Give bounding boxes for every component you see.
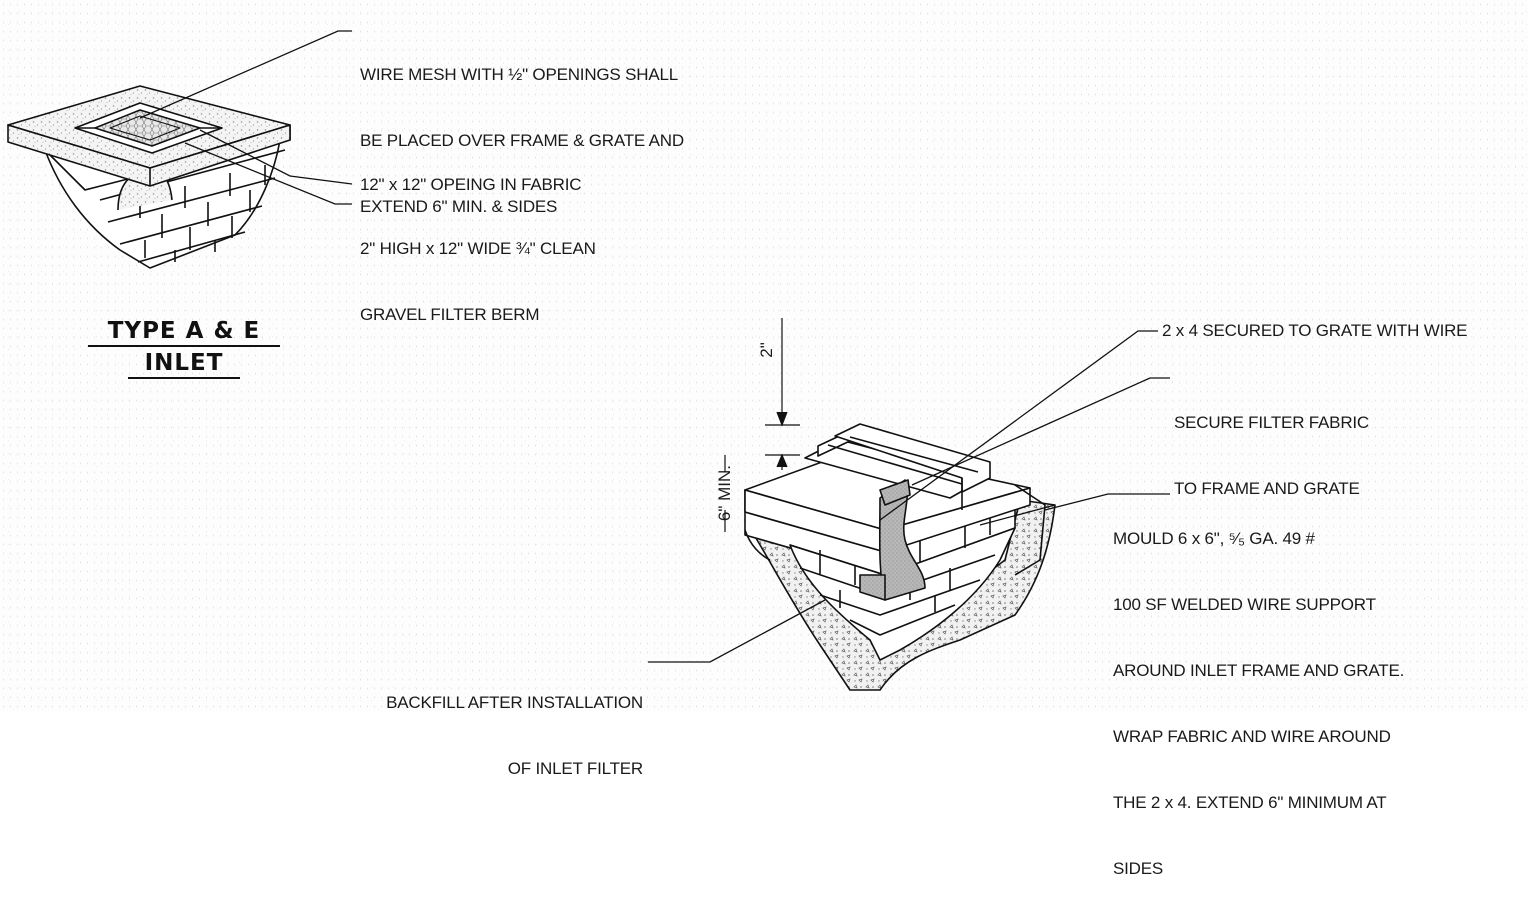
note-gravel-berm-line: GRAVEL FILTER BERM (360, 305, 540, 324)
inlet-filter-drawing (744, 423, 1056, 691)
note-wire-mesh-line: EXTEND 6" MIN. & SIDES (360, 197, 558, 216)
note-secure-fabric: SECURE FILTER FABRIC TO FRAME AND GRATE (1174, 368, 1369, 522)
note-mould-line: MOULD 6 x 6", ⁵⁄₅ GA. 49 # (1113, 529, 1315, 548)
title-underline (128, 377, 240, 379)
note-wire-mesh: WIRE MESH WITH ½" OPENINGS SHALL BE PLAC… (360, 20, 684, 240)
title-underline (88, 345, 280, 347)
note-fabric-opening: 12" x 12" OPEING IN FABRIC (360, 175, 582, 194)
dimension-lines (724, 318, 800, 532)
note-backfill-line: BACKFILL AFTER INSTALLATION (386, 693, 643, 712)
note-wire-mesh-line: BE PLACED OVER FRAME & GRATE AND (360, 131, 684, 150)
dim-6-inch-min: 6" MIN. (715, 464, 734, 522)
note-gravel-berm-line: 2" HIGH x 12" WIDE ¾" CLEAN (360, 239, 596, 258)
title-line-2: INLET (144, 350, 224, 376)
note-secure-fabric-line: SECURE FILTER FABRIC (1174, 413, 1369, 432)
note-mould-line: SIDES (1113, 859, 1164, 878)
note-gravel-berm: 2" HIGH x 12" WIDE ¾" CLEAN GRAVEL FILTE… (360, 194, 596, 348)
note-wire-mesh-line: WIRE MESH WITH ½" OPENINGS SHALL (360, 65, 678, 84)
note-backfill: BACKFILL AFTER INSTALLATION OF INLET FIL… (345, 648, 643, 802)
note-2x4-secured: 2 x 4 SECURED TO GRATE WITH WIRE (1162, 321, 1468, 340)
type-ae-title: TYPE A & E INLET (88, 318, 280, 382)
note-backfill-line: OF INLET FILTER (507, 759, 643, 778)
note-mould-line: WRAP FABRIC AND WIRE AROUND (1113, 727, 1391, 746)
note-secure-fabric-line: TO FRAME AND GRATE (1174, 479, 1360, 498)
note-mould-line: AROUND INLET FRAME AND GRATE. (1113, 661, 1405, 680)
title-line-1: TYPE A & E (107, 318, 261, 344)
detail-drawings (7, 30, 1170, 691)
note-mould-line: 100 SF WELDED WIRE SUPPORT (1113, 595, 1376, 614)
dim-2-inch: 2" (757, 342, 776, 358)
type-ae-inlet-drawing (7, 85, 291, 269)
note-mould-wire-support: MOULD 6 x 6", ⁵⁄₅ GA. 49 # 100 SF WELDED… (1113, 484, 1404, 902)
inlet-filter-leaders (648, 330, 1170, 663)
type-ae-leaders (139, 30, 353, 205)
note-mould-line: THE 2 x 4. EXTEND 6" MINIMUM AT (1113, 793, 1387, 812)
